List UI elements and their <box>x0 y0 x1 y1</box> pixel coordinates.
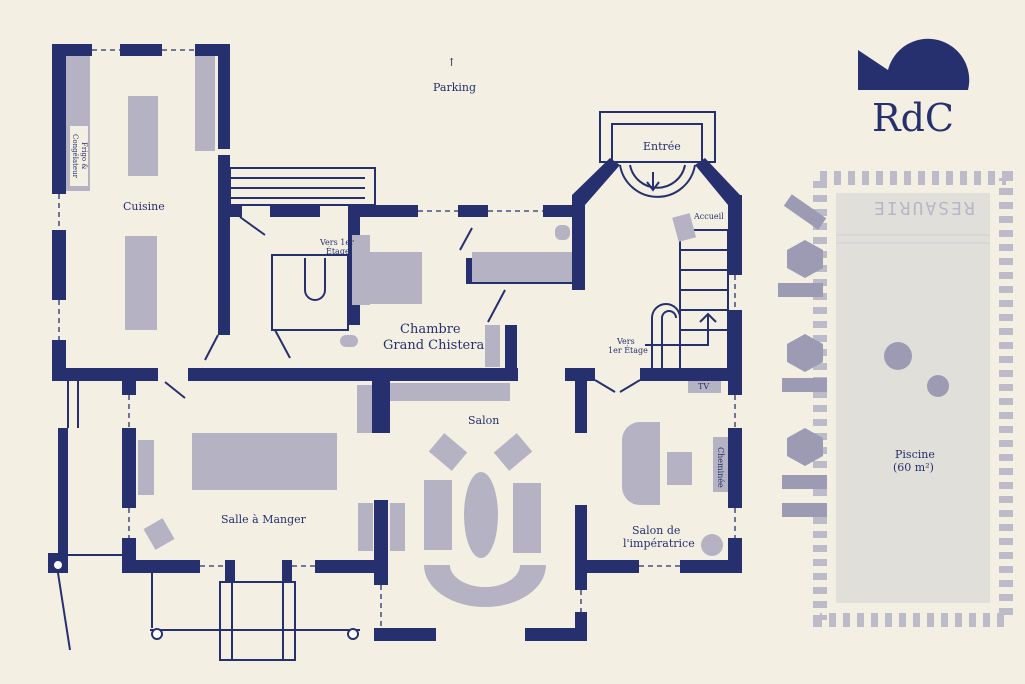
entree-label: Entrée <box>643 140 681 153</box>
openings <box>58 49 736 628</box>
floor-title: RdC <box>872 96 955 140</box>
parking-arrow-icon: ↑ <box>447 56 457 69</box>
pool <box>778 171 1013 627</box>
stairs-label-2b: 1er Étage <box>608 346 648 355</box>
posts <box>52 559 359 640</box>
chambre-name-label: Grand Chistera <box>383 338 485 353</box>
cheminee-label: Cheminée <box>716 447 725 488</box>
salle-a-manger-label: Salle à Manger <box>221 513 306 526</box>
salon-label: Salon <box>468 414 500 427</box>
piscine-label: Piscine <box>895 448 935 461</box>
thin-lines <box>57 111 729 661</box>
stairs-label-1: Vers 1er <box>320 238 354 247</box>
cuisine-label: Cuisine <box>123 200 165 213</box>
stairs-label-1b: Étage <box>326 247 350 256</box>
floor-logo <box>858 38 970 90</box>
salon-imperatrice-label: Salon de <box>632 524 681 537</box>
salon-imperatrice-label-2: l'impératrice <box>623 537 695 550</box>
accueil-label: Accueil <box>694 212 724 221</box>
furniture <box>66 56 728 608</box>
stairs-label-2: Vers <box>617 337 635 346</box>
frigo-label: Frigo & Congélateur <box>70 126 88 186</box>
pool-sign: RESAURIE <box>872 197 975 218</box>
parking-label: Parking <box>433 81 477 94</box>
chambre-label: Chambre <box>400 322 461 337</box>
tv-label: TV <box>698 382 710 391</box>
piscine-area-label: (60 m²) <box>893 461 934 474</box>
